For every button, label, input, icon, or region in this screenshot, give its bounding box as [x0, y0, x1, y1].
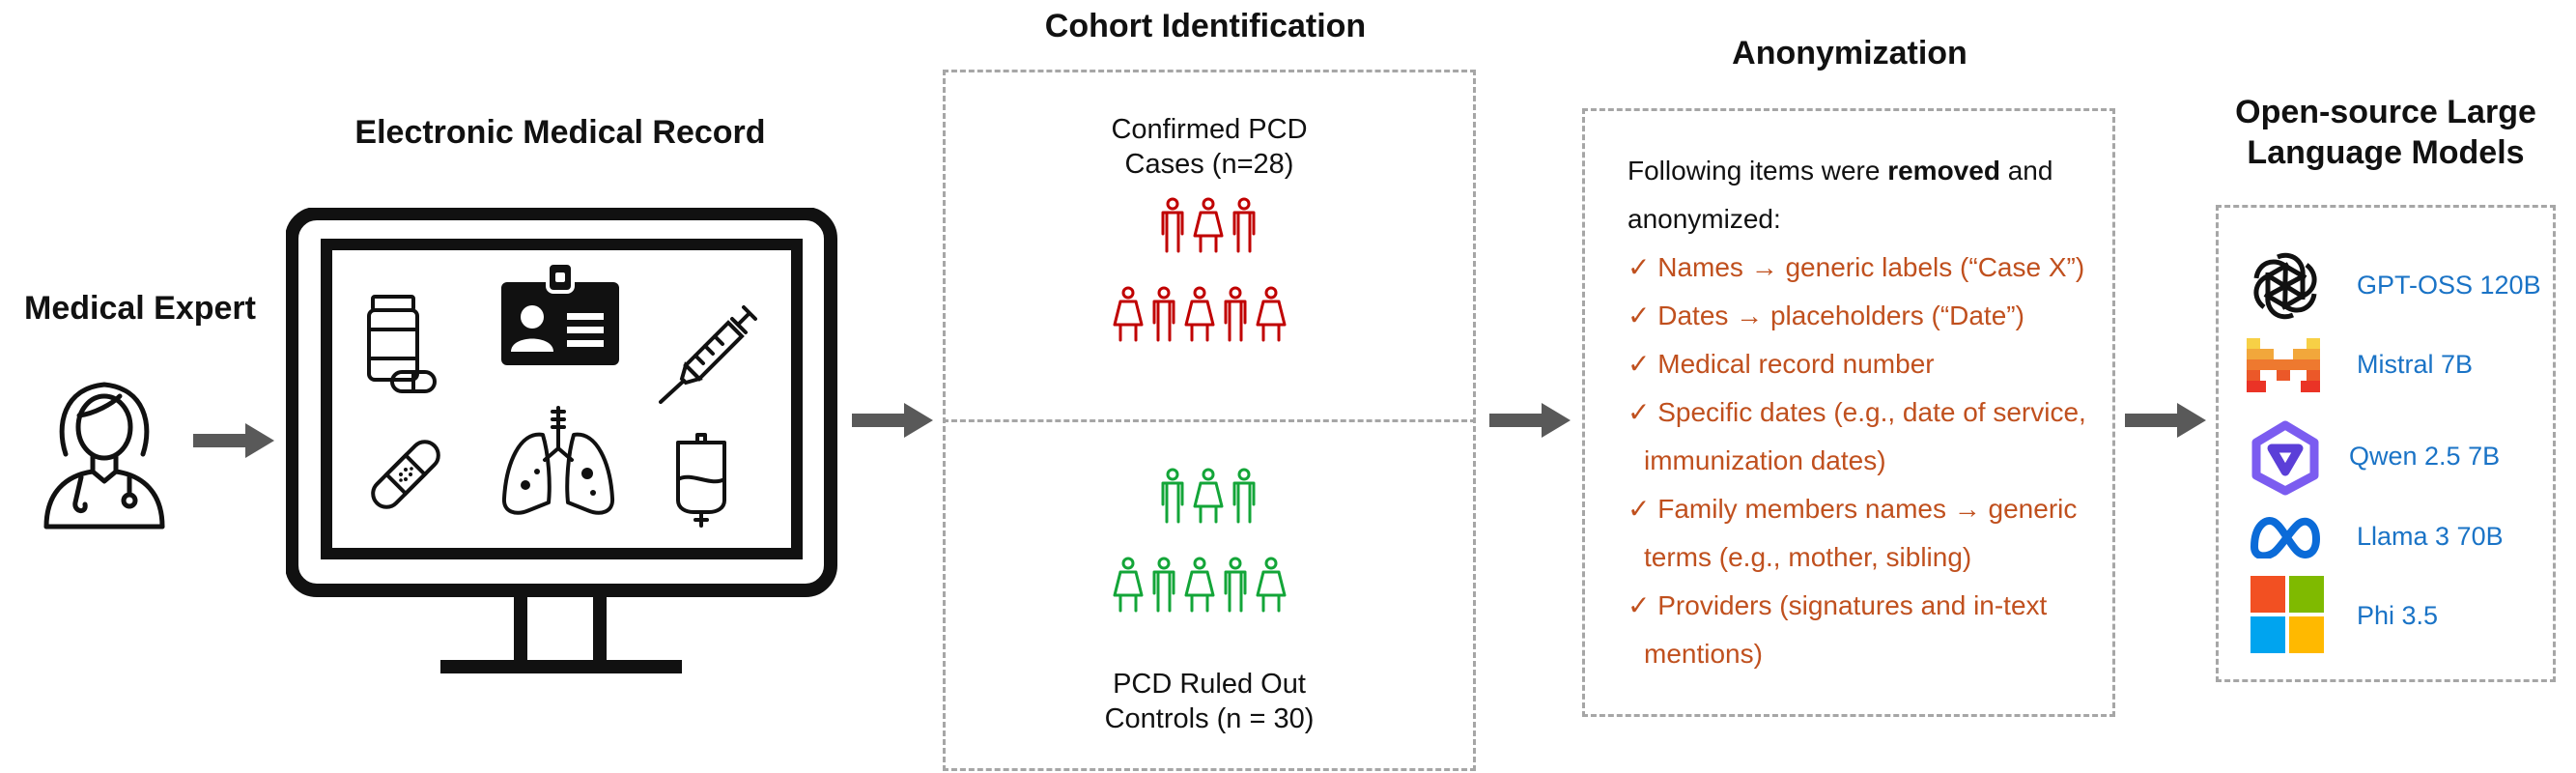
intro-pre: Following items were	[1628, 156, 1888, 186]
cohort-divider	[943, 419, 1476, 422]
qwen-icon	[2251, 420, 2319, 496]
anon-item-providers-cont: mentions)	[1644, 639, 1763, 669]
anon-item-providers: ✓ Providers (signatures and in-text	[1628, 590, 2048, 620]
case-person-icon	[1111, 286, 1146, 349]
microsoft-icon	[2250, 576, 2324, 653]
control-person-icon	[1227, 468, 1261, 530]
controls-label-line2: Controls (n = 30)	[1104, 703, 1315, 734]
intro-line2: anonymized:	[1628, 204, 1781, 234]
medical-expert-title: Medical Expert	[24, 290, 256, 327]
intro-post: and	[1999, 156, 2053, 186]
mistral-icon	[2247, 338, 2320, 392]
case-person-icon	[1191, 197, 1226, 260]
bandage-icon	[371, 440, 440, 509]
anonymization-title: Anonymization	[1732, 35, 1967, 72]
anon-item-specific-dates-cont: immunization dates)	[1644, 445, 1886, 475]
cases-label: Confirmed PCD Cases (n=28)	[1016, 112, 1402, 182]
case-person-icon	[1227, 197, 1261, 260]
llm-qwen: Qwen 2.5 7B	[2349, 442, 2501, 471]
anonymization-box	[1582, 108, 2115, 717]
control-person-icon	[1254, 557, 1288, 619]
anonymization-intro: Following items were removed and	[1628, 147, 2110, 195]
llm-title: Open-source Large Language Models	[2212, 92, 2560, 173]
controls-label: PCD Ruled Out Controls (n = 30)	[1016, 667, 1402, 736]
anon-item-specific-dates: ✓ Specific dates (e.g., date of service,	[1628, 397, 2086, 427]
llm-box	[2216, 205, 2556, 682]
case-person-icon	[1182, 286, 1217, 349]
control-person-icon	[1182, 557, 1217, 619]
cases-label-line1: Confirmed PCD	[1111, 114, 1308, 145]
cases-label-line2: Cases (n=28)	[1124, 149, 1294, 180]
iv-bag-icon	[676, 433, 726, 528]
control-person-icon	[1191, 468, 1226, 530]
emr-title: Electronic Medical Record	[354, 114, 766, 151]
control-person-icon	[1155, 468, 1190, 530]
computer-monitor	[286, 208, 837, 673]
llm-mistral: Mistral 7B	[2357, 350, 2474, 379]
llm-title-line1: Open-source Large	[2235, 94, 2536, 130]
anon-item-family-cont: terms (e.g., mother, sibling)	[1644, 542, 1972, 572]
openai-icon	[2253, 252, 2317, 320]
cohort-title: Cohort Identification	[1044, 8, 1367, 44]
lungs-icon	[502, 406, 614, 515]
anon-item-mrn: ✓ Medical record number	[1628, 349, 1935, 379]
arrow-1	[193, 423, 274, 458]
control-people-group	[1111, 468, 1304, 642]
llm-title-line2: Language Models	[2247, 134, 2525, 171]
arrow-3	[1489, 403, 1571, 438]
anon-item-dates: ✓ Dates → placeholders (“Date”)	[1628, 301, 2024, 330]
doctor-icon	[43, 382, 165, 530]
intro-bold: removed	[1887, 156, 2000, 186]
anonymization-text: Following items were removed and anonymi…	[1628, 147, 2110, 678]
syringe-icon	[659, 305, 757, 404]
case-person-icon	[1155, 197, 1190, 260]
id-badge-icon	[501, 263, 619, 365]
control-person-icon	[1218, 557, 1253, 619]
case-people-group	[1111, 197, 1304, 371]
meta-icon	[2250, 517, 2320, 558]
control-person-icon	[1111, 557, 1146, 619]
llm-llama: Llama 3 70B	[2357, 522, 2504, 551]
pill-bottle-icon	[367, 295, 437, 393]
control-person-icon	[1146, 557, 1181, 619]
arrow-4	[2125, 403, 2206, 438]
case-person-icon	[1146, 286, 1181, 349]
llm-gpt-oss: GPT-OSS 120B	[2357, 271, 2541, 300]
arrow-2	[852, 403, 933, 438]
anon-item-family: ✓ Family members names → generic	[1628, 494, 2078, 524]
llm-phi: Phi 3.5	[2357, 601, 2439, 630]
case-person-icon	[1254, 286, 1288, 349]
anon-item-names: ✓ Names → generic labels (“Case X”)	[1628, 252, 2085, 282]
case-person-icon	[1218, 286, 1253, 349]
controls-label-line1: PCD Ruled Out	[1113, 669, 1306, 700]
